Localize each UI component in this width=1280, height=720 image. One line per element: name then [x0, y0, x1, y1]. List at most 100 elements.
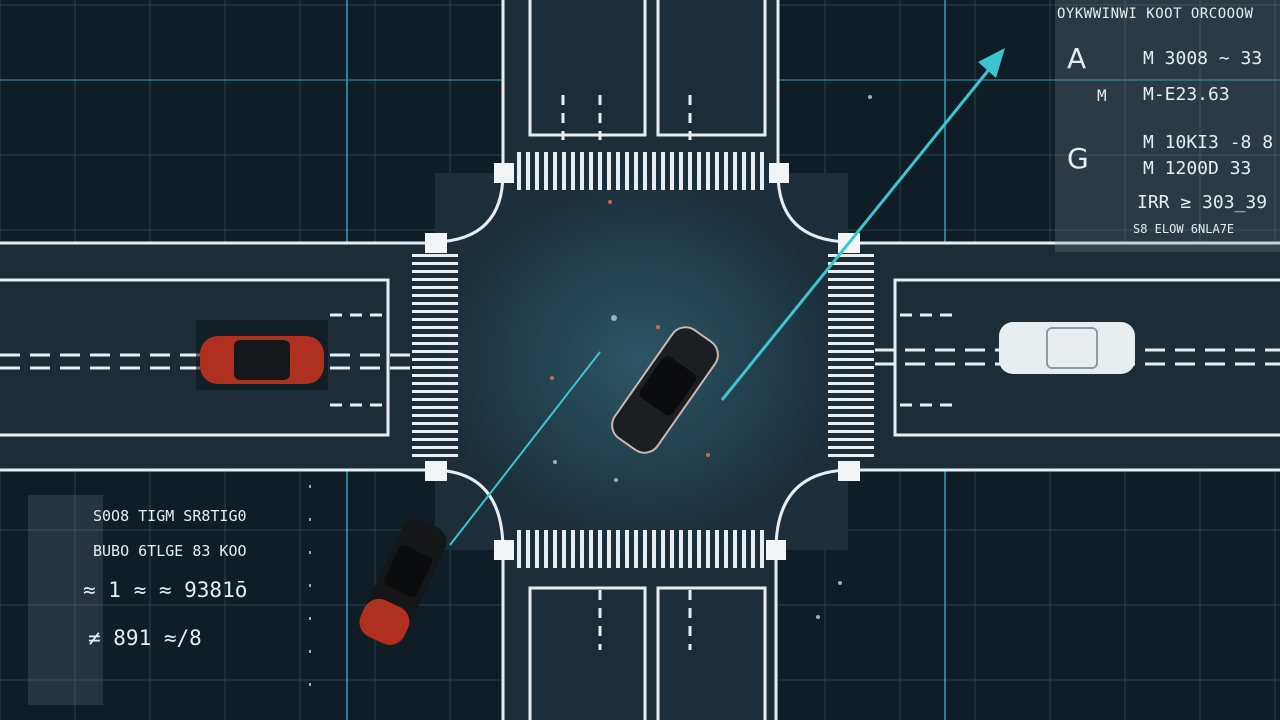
crosswalk-stripe — [634, 152, 638, 190]
crosswalk-stripe — [652, 152, 656, 190]
crosswalk-stripe — [828, 406, 874, 409]
hud-row: IRR ≥ 303_39 — [1137, 192, 1268, 213]
crosswalk-stripe — [634, 530, 638, 568]
hud-row: M 1200D 33 — [1143, 158, 1252, 179]
car-dark-center[interactable] — [606, 321, 724, 459]
crosswalk-stripe — [733, 152, 737, 190]
crosswalk-stripe — [828, 326, 874, 329]
crosswalk-stripe — [828, 422, 874, 425]
crosswalk-stripe — [828, 278, 874, 281]
car-white-east[interactable] — [999, 322, 1135, 374]
crosswalk-stripe — [828, 438, 874, 441]
crosswalk-stripe — [828, 446, 874, 449]
crosswalk-stripe — [652, 530, 656, 568]
crosswalk-stripe — [526, 152, 530, 190]
trajectory-southwest — [449, 351, 601, 546]
crosswalk-stripe — [412, 374, 458, 377]
crosswalk-stripe — [412, 294, 458, 297]
crosswalk-stripe — [751, 152, 755, 190]
crosswalk-stripe — [706, 530, 710, 568]
crosswalk-stripe — [412, 342, 458, 345]
hud-row: BUBO 6TLGE 83 KOO — [93, 542, 247, 560]
car-red-west[interactable] — [196, 320, 328, 390]
trajectory-lines — [449, 61, 997, 546]
crosswalk-stripe — [661, 530, 665, 568]
crosswalk-stripe — [828, 262, 874, 265]
hud-row: M 10KI3 -8 8 — [1143, 132, 1274, 153]
crosswalk-stripe — [580, 530, 584, 568]
hud-row: S8 ELOW 6NLA7E — [1133, 222, 1235, 236]
crosswalk-stripe — [562, 530, 566, 568]
crosswalk-stripe — [517, 530, 521, 568]
crosswalk-stripe — [562, 152, 566, 190]
crosswalk-stripe — [828, 358, 874, 361]
crosswalk-stripe — [715, 152, 719, 190]
crosswalk-stripe — [828, 254, 874, 257]
hud-row: ≈ 1 ≈ ≈ 9381ō — [83, 578, 248, 602]
crosswalk-stripe — [571, 152, 575, 190]
hud-row: M-E23.63 — [1143, 84, 1230, 105]
crosswalk-stripe — [412, 454, 458, 457]
crosswalk-stripe — [828, 414, 874, 417]
crosswalk-stripe — [412, 310, 458, 313]
crosswalk-stripe — [828, 350, 874, 353]
crosswalk-stripe — [412, 286, 458, 289]
crosswalk-stripe — [724, 152, 728, 190]
crosswalk-stripe — [412, 358, 458, 361]
crosswalk-stripe — [760, 530, 764, 568]
crosswalk-stripe — [715, 530, 719, 568]
crosswalk-stripe — [598, 152, 602, 190]
crosswalk-stripe — [643, 152, 647, 190]
crosswalk-stripe — [517, 152, 521, 190]
crosswalk-stripe — [661, 152, 665, 190]
crosswalk-stripe — [412, 278, 458, 281]
crosswalk-stripe — [412, 438, 458, 441]
crosswalk-stripe — [526, 530, 530, 568]
crosswalk-stripe — [544, 152, 548, 190]
crosswalk-stripe — [828, 318, 874, 321]
crosswalk-stripe — [598, 530, 602, 568]
crosswalk-stripe — [760, 152, 764, 190]
hud-row: M 3008 ~ 33 — [1143, 48, 1263, 69]
hud-top-right-panel: OYKWWINWI KOOT ORCOOOW A M G M 3008 ~ 33… — [1055, 0, 1280, 252]
crosswalk-stripe — [553, 152, 557, 190]
crosswalk-stripe — [412, 318, 458, 321]
hud-row: S0O8 TIGM SR8TIG0 — [93, 507, 247, 525]
hud-label-a: A — [1067, 42, 1087, 75]
crosswalk-stripe — [412, 406, 458, 409]
crosswalk-stripe — [625, 152, 629, 190]
trajectory-arrowhead-icon — [978, 48, 1005, 78]
crosswalk-stripe — [607, 530, 611, 568]
crosswalk-stripe — [412, 350, 458, 353]
crosswalk-stripe — [571, 530, 575, 568]
crosswalk-stripe — [828, 342, 874, 345]
hud-bottom-left-panel: S0O8 TIGM SR8TIG0 BUBO 6TLGE 83 KOO ≈ 1 … — [28, 495, 308, 705]
crosswalk-stripe — [828, 310, 874, 313]
crosswalk-stripe — [742, 152, 746, 190]
crosswalk-stripe — [828, 334, 874, 337]
crosswalk-stripe — [828, 390, 874, 393]
crosswalk-stripe — [828, 382, 874, 385]
crosswalk-stripe — [670, 152, 674, 190]
hud-label-g: G — [1067, 142, 1089, 175]
crosswalks — [412, 152, 874, 568]
crosswalk-stripe — [742, 530, 746, 568]
crosswalk-stripe — [828, 430, 874, 433]
car-red-southwest[interactable] — [354, 514, 452, 650]
hud-label-m: M — [1097, 86, 1107, 105]
crosswalk-stripe — [697, 530, 701, 568]
crosswalk-stripe — [412, 446, 458, 449]
crosswalk-stripe — [412, 430, 458, 433]
crosswalk-stripe — [412, 262, 458, 265]
crosswalk-stripe — [412, 302, 458, 305]
crosswalk-stripe — [828, 302, 874, 305]
crosswalk-stripe — [535, 152, 539, 190]
crosswalk-stripe — [535, 530, 539, 568]
hud-panel-backdrop — [28, 495, 103, 705]
crosswalk-stripe — [412, 382, 458, 385]
crosswalk-stripe — [828, 286, 874, 289]
crosswalk-stripe — [412, 422, 458, 425]
